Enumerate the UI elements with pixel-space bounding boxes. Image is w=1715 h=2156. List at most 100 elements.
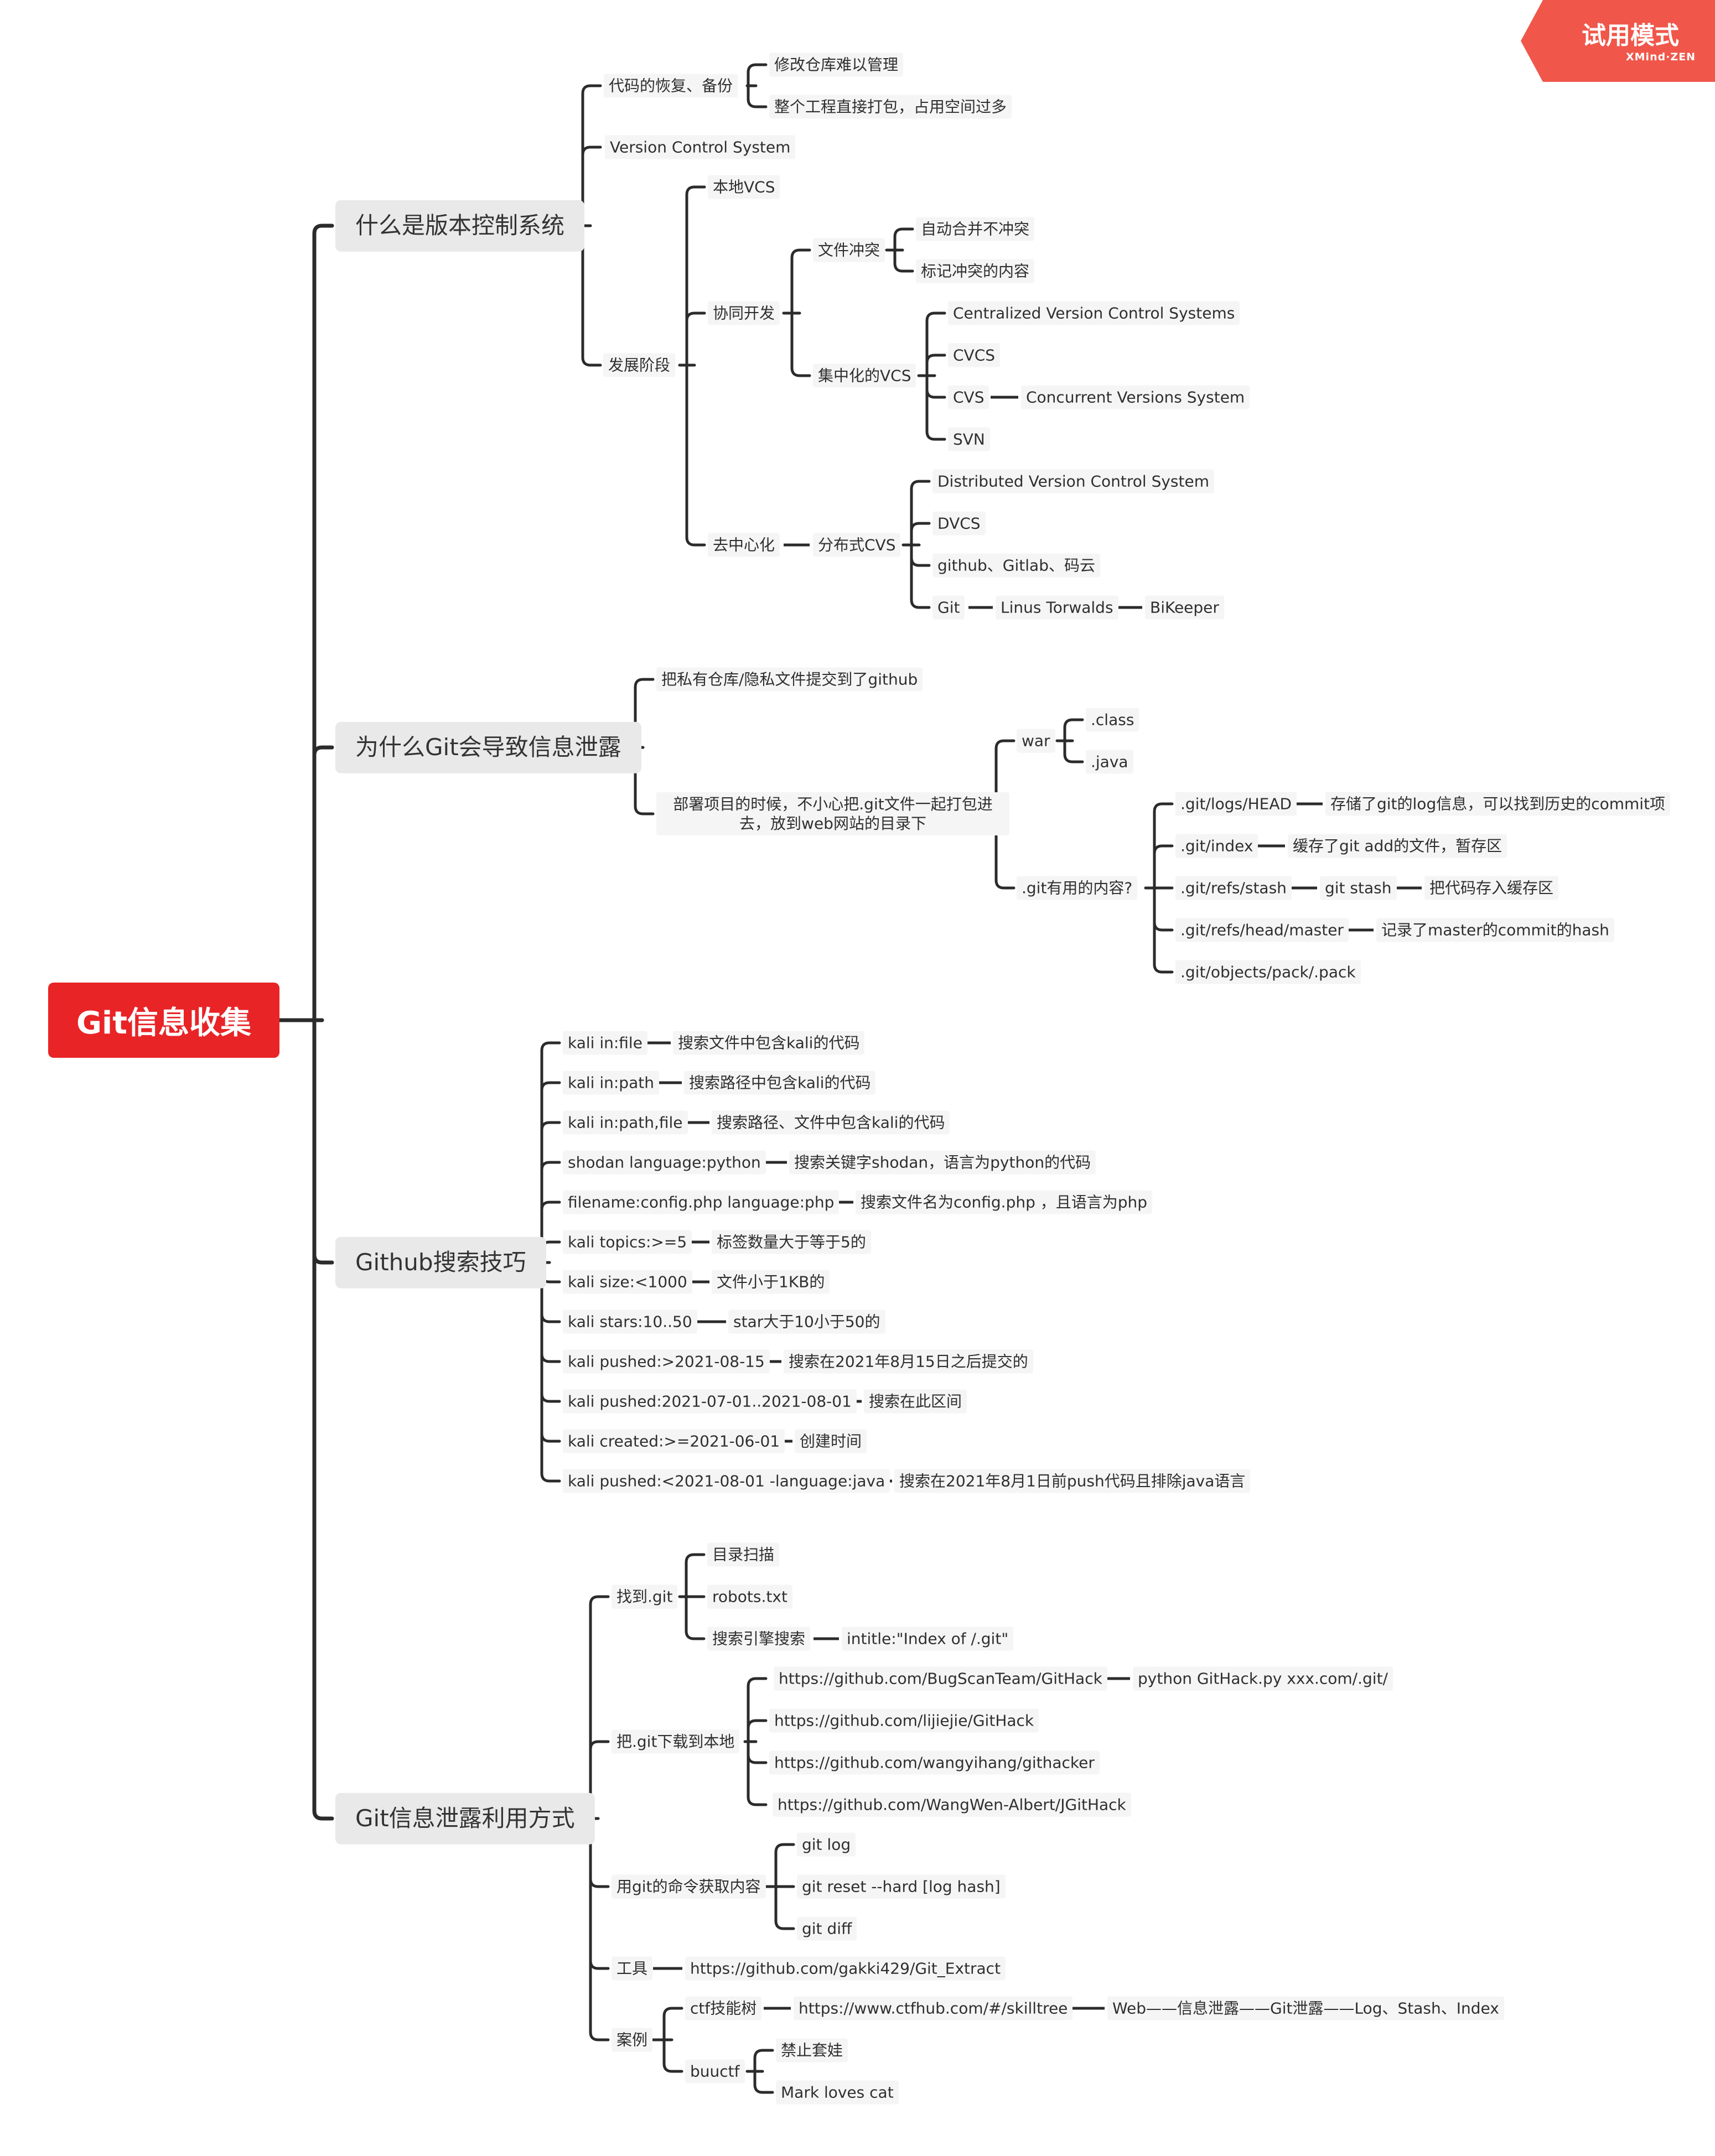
search-query[interactable]: kali in:path,file bbox=[563, 1110, 688, 1135]
node-master-desc[interactable]: 记录了master的commit的hash bbox=[1376, 918, 1614, 942]
search-description[interactable]: 搜索在2021年8月15日之后提交的 bbox=[784, 1349, 1033, 1374]
cases-connector bbox=[651, 2007, 683, 2073]
node-cases[interactable]: 案例 bbox=[612, 2028, 653, 2052]
node-repo-link[interactable]: https://github.com/BugScanTeam/GitHack bbox=[774, 1666, 1107, 1691]
search-query[interactable]: kali stars:10..50 bbox=[563, 1310, 697, 1334]
node-central-item[interactable]: Centralized Version Control Systems bbox=[948, 301, 1240, 325]
node-dork[interactable]: intitle:"Index of /.git" bbox=[842, 1627, 1014, 1651]
node-tool[interactable]: 工具 bbox=[612, 1956, 653, 1981]
dist-connector bbox=[901, 480, 931, 609]
cmd-connector bbox=[764, 1843, 795, 1930]
node-buuctf[interactable]: buuctf bbox=[685, 2059, 745, 2084]
node-ctf-path[interactable]: Web——信息泄露——Git泄露——Log、Stash、Index bbox=[1107, 1996, 1504, 2020]
node-dist[interactable]: 分布式CVS bbox=[813, 533, 901, 557]
node-git-file[interactable]: .git/refs/stash bbox=[1175, 876, 1292, 900]
node-cvs-full[interactable]: Concurrent Versions System bbox=[1021, 385, 1250, 409]
search-description[interactable]: 搜索在此区间 bbox=[864, 1389, 967, 1414]
node-stages[interactable]: 发展阶段 bbox=[603, 353, 676, 377]
search-query[interactable]: kali created:>=2021-06-01 bbox=[563, 1429, 785, 1453]
node-repo-link[interactable]: https://github.com/lijiejie/GitHack bbox=[769, 1708, 1039, 1733]
search-description[interactable]: 搜索文件名为config.php ，且语言为php bbox=[856, 1190, 1153, 1214]
node-buuctf-item[interactable]: 禁止套娃 bbox=[776, 2038, 848, 2063]
node-buuctf-item[interactable]: Mark loves cat bbox=[776, 2080, 899, 2105]
topic-search[interactable]: Github搜索技巧 bbox=[335, 1237, 546, 1289]
root-topic[interactable]: Git信息收集 bbox=[48, 983, 279, 1058]
node-ctf-url[interactable]: https://www.ctfhub.com/#/skilltree bbox=[794, 1996, 1073, 2020]
search-query[interactable]: kali topics:>=5 bbox=[563, 1230, 692, 1254]
node-backup-item[interactable]: 整个工程直接打包，占用空间过多 bbox=[769, 95, 1012, 119]
node-war[interactable]: war bbox=[1017, 729, 1055, 753]
topic-leak[interactable]: 为什么Git会导致信息泄露 bbox=[335, 721, 641, 773]
node-git-file[interactable]: .git/objects/pack/.pack bbox=[1175, 960, 1361, 984]
search-query[interactable]: kali size:<1000 bbox=[563, 1270, 692, 1294]
topic-vcs[interactable]: 什么是版本控制系统 bbox=[335, 200, 585, 252]
conflict-connector bbox=[885, 227, 914, 273]
search-query[interactable]: kali pushed:<2021-08-01 -language:java bbox=[563, 1469, 890, 1493]
node-central[interactable]: 集中化的VCS bbox=[813, 363, 916, 388]
find-connector bbox=[678, 1553, 706, 1640]
node-local-vcs[interactable]: 本地VCS bbox=[708, 175, 780, 199]
topic-exploit[interactable]: Git信息泄露利用方式 bbox=[335, 1793, 595, 1845]
node-war-item[interactable]: .java bbox=[1086, 750, 1133, 774]
node-stash-cmd[interactable]: git stash bbox=[1320, 876, 1397, 900]
search-description[interactable]: 搜索文件中包含kali的代码 bbox=[673, 1031, 865, 1055]
search-description[interactable]: 创建时间 bbox=[795, 1429, 867, 1453]
node-dist-item[interactable]: Git bbox=[932, 595, 965, 620]
search-query[interactable]: filename:config.php language:php bbox=[563, 1190, 840, 1214]
node-private[interactable]: 把私有仓库/隐私文件提交到了github bbox=[656, 667, 923, 692]
search-description[interactable]: 搜索关键字shodan，语言为python的代码 bbox=[789, 1150, 1096, 1175]
node-conflict[interactable]: 文件冲突 bbox=[813, 238, 885, 262]
node-index-desc[interactable]: 缓存了git add的文件，暂存区 bbox=[1288, 834, 1507, 858]
node-find-item[interactable]: robots.txt bbox=[707, 1584, 792, 1609]
search-description[interactable]: 文件小于1KB的 bbox=[712, 1270, 830, 1294]
node-conflict-item[interactable]: 自动合并不冲突 bbox=[916, 217, 1035, 241]
node-central-item[interactable]: CVS bbox=[948, 385, 989, 409]
node-repo-link[interactable]: https://github.com/wangyihang/githacker bbox=[769, 1750, 1100, 1775]
node-usage[interactable]: python GitHack.py xxx.com/.git/ bbox=[1133, 1666, 1393, 1691]
node-tool-url[interactable]: https://github.com/gakki429/Git_Extract bbox=[685, 1956, 1006, 1981]
node-backup[interactable]: 代码的恢复、备份 bbox=[604, 74, 738, 98]
search-description[interactable]: 搜索路径、文件中包含kali的代码 bbox=[712, 1110, 950, 1135]
node-cmd-item[interactable]: git diff bbox=[797, 1916, 857, 1941]
node-git-author[interactable]: Linus Torwalds bbox=[996, 595, 1118, 620]
search-description[interactable]: star大于10小于50的 bbox=[728, 1310, 885, 1334]
node-dist-item[interactable]: DVCS bbox=[932, 511, 986, 536]
search-description[interactable]: 标签数量大于等于5的 bbox=[712, 1230, 871, 1254]
node-logs-desc[interactable]: 存储了git的log信息，可以找到历史的commit项 bbox=[1325, 792, 1671, 816]
node-git-file[interactable]: .git/index bbox=[1175, 834, 1258, 858]
node-backup-item[interactable]: 修改仓库难以管理 bbox=[769, 53, 904, 77]
node-decentral[interactable]: 去中心化 bbox=[708, 533, 780, 557]
node-collab[interactable]: 协同开发 bbox=[708, 301, 780, 325]
search-query[interactable]: kali in:file bbox=[563, 1031, 647, 1055]
node-find[interactable]: 找到.git bbox=[612, 1584, 678, 1609]
node-conflict-item[interactable]: 标记冲突的内容 bbox=[916, 259, 1035, 283]
node-git-file[interactable]: .git/logs/HEAD bbox=[1175, 792, 1297, 816]
search-query[interactable]: shodan language:python bbox=[563, 1150, 766, 1175]
node-central-item[interactable]: CVCS bbox=[948, 343, 1001, 367]
node-cmd[interactable]: 用git的命令获取内容 bbox=[612, 1874, 766, 1899]
search-query[interactable]: kali in:path bbox=[563, 1071, 659, 1095]
search-description[interactable]: 搜索在2021年8月1日前push代码且排除java语言 bbox=[894, 1469, 1251, 1493]
node-dist-item[interactable]: Distributed Version Control System bbox=[932, 469, 1214, 493]
node-dist-item[interactable]: github、Gitlab、码云 bbox=[932, 553, 1100, 578]
node-find-item[interactable]: 搜索引擎搜索 bbox=[707, 1627, 811, 1651]
search-query[interactable]: kali pushed:>2021-08-15 bbox=[563, 1349, 770, 1374]
node-download[interactable]: 把.git下载到本地 bbox=[612, 1729, 740, 1754]
node-vcs-name[interactable]: Version Control System bbox=[605, 135, 796, 159]
node-deploy[interactable]: 部署项目的时候，不小心把.git文件一起打包进去，放到web网站的目录下 bbox=[656, 792, 1009, 835]
node-central-item[interactable]: SVN bbox=[948, 427, 990, 451]
search-query[interactable]: kali pushed:2021-07-01..2021-08-01 bbox=[563, 1389, 857, 1414]
node-cmd-item[interactable]: git reset --hard [log hash] bbox=[797, 1874, 1006, 1899]
node-git-useful[interactable]: .git有用的内容? bbox=[1017, 876, 1138, 900]
node-find-item[interactable]: 目录扫描 bbox=[707, 1542, 780, 1567]
node-ctf[interactable]: ctf技能树 bbox=[685, 1996, 762, 2020]
node-war-item[interactable]: .class bbox=[1086, 708, 1139, 732]
node-git-next[interactable]: BiKeeper bbox=[1145, 595, 1224, 620]
root-connector bbox=[277, 224, 334, 1821]
node-repo-link[interactable]: https://github.com/WangWen-Albert/JGitHa… bbox=[773, 1793, 1131, 1817]
node-stash-desc[interactable]: 把代码存入缓存区 bbox=[1424, 876, 1559, 900]
node-cmd-item[interactable]: git log bbox=[797, 1832, 856, 1857]
node-git-file[interactable]: .git/refs/head/master bbox=[1175, 918, 1349, 942]
search-description[interactable]: 搜索路径中包含kali的代码 bbox=[684, 1071, 876, 1095]
